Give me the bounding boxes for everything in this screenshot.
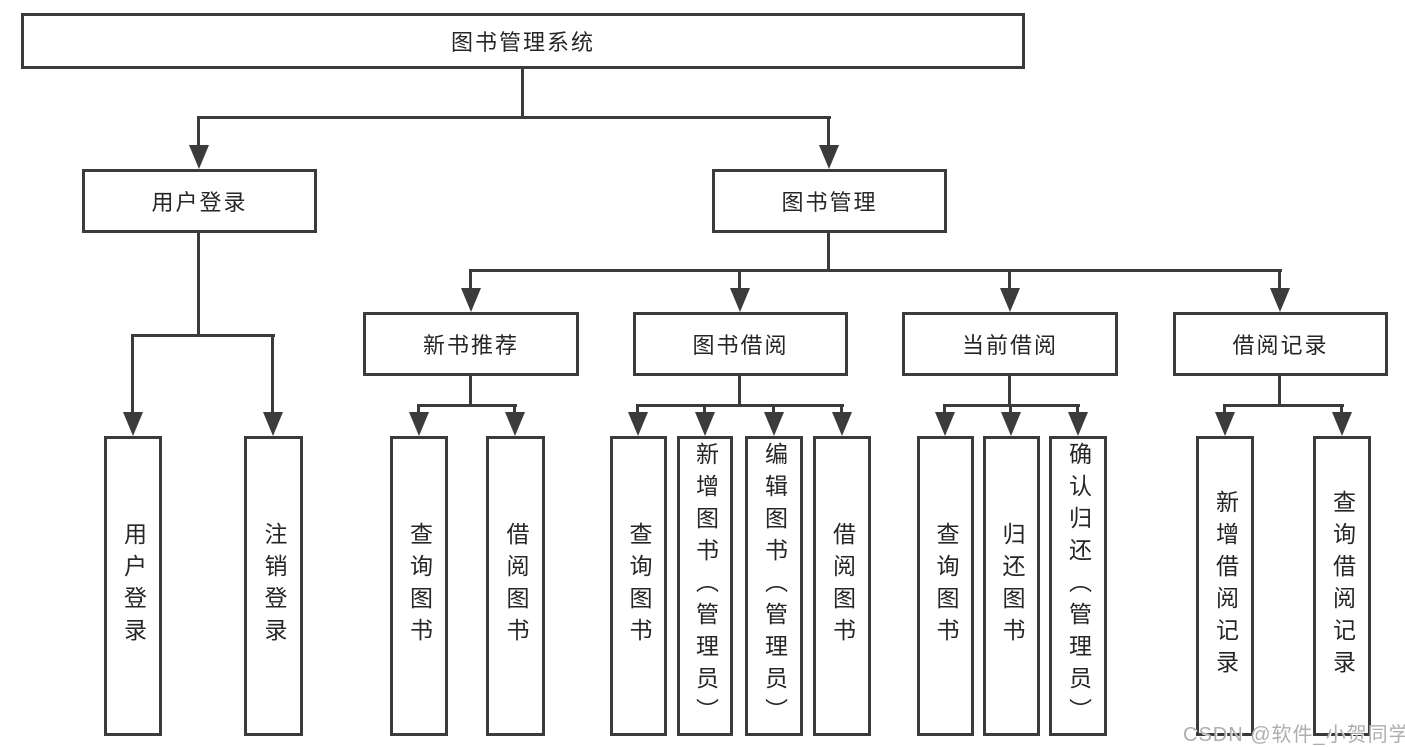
arrow-down-icon bbox=[1215, 412, 1235, 436]
connector-line-vertical bbox=[738, 376, 741, 407]
node-label: 用户登录 bbox=[151, 190, 248, 215]
connector-line-vertical bbox=[943, 404, 946, 414]
connector-line-vertical bbox=[1008, 376, 1011, 407]
arrow-down-icon bbox=[263, 412, 283, 436]
leaf-label: 借阅图书 bbox=[503, 522, 529, 650]
connector-line-vertical bbox=[1278, 269, 1281, 290]
leaf-label: 注销登录 bbox=[261, 522, 287, 650]
connector-line-vertical bbox=[271, 334, 274, 414]
connector-line-vertical bbox=[1008, 269, 1011, 290]
connector-line-vertical bbox=[703, 404, 706, 414]
leaf-label: 查询图书 bbox=[933, 522, 959, 650]
leaf-edit-books-admin: 编辑图书（管理员） bbox=[745, 436, 803, 736]
connector-line-vertical bbox=[417, 404, 420, 414]
leaf-query-books: 查询图书 bbox=[610, 436, 667, 736]
connector-line-vertical bbox=[469, 376, 472, 407]
leaf-label: 新增借阅记录 bbox=[1212, 490, 1239, 682]
arrow-down-icon bbox=[1001, 412, 1021, 436]
leaf-confirm-return-admin: 确认归还（管理员） bbox=[1049, 436, 1107, 736]
node-current-borrow: 当前借阅 bbox=[902, 312, 1118, 376]
arrow-down-icon bbox=[123, 412, 143, 436]
connector-line-vertical bbox=[197, 116, 200, 147]
connector-line-horizontal bbox=[417, 404, 517, 407]
node-book-borrow: 图书借阅 bbox=[633, 312, 848, 376]
leaf-label: 借阅图书 bbox=[829, 522, 856, 650]
connector-line-horizontal bbox=[469, 269, 1282, 272]
connector-line-vertical bbox=[772, 404, 775, 414]
leaf-label: 归还图书 bbox=[999, 522, 1025, 650]
node-label: 新书推荐 bbox=[422, 333, 519, 358]
connector-line-vertical bbox=[1340, 404, 1343, 414]
arrow-down-icon bbox=[935, 412, 955, 436]
leaf-label: 用户登录 bbox=[120, 522, 147, 650]
leaf-label: 查询借阅记录 bbox=[1329, 490, 1356, 682]
connector-line-horizontal bbox=[197, 116, 831, 119]
node-label: 图书借阅 bbox=[692, 333, 789, 358]
connector-line-vertical bbox=[1009, 404, 1012, 414]
arrow-down-icon bbox=[189, 145, 209, 169]
arrow-down-icon bbox=[628, 412, 648, 436]
node-label: 图书管理系统 bbox=[450, 30, 595, 55]
node-label: 借阅记录 bbox=[1232, 333, 1329, 358]
node-label: 图书管理 bbox=[781, 190, 878, 215]
arrow-down-icon bbox=[832, 412, 852, 436]
leaf-label: 确认归还（管理员） bbox=[1065, 442, 1092, 730]
leaf-add-books-admin: 新增图书（管理员） bbox=[677, 436, 733, 736]
arrow-down-icon bbox=[1270, 288, 1290, 312]
arrow-down-icon bbox=[1332, 412, 1352, 436]
leaf-user-login: 用户登录 bbox=[104, 436, 162, 736]
connector-line-vertical bbox=[197, 233, 200, 337]
node-book-management: 图书管理 bbox=[712, 169, 947, 233]
leaf-add-borrow-record: 新增借阅记录 bbox=[1196, 436, 1254, 736]
arrow-down-icon bbox=[461, 288, 481, 312]
connector-line-vertical bbox=[1076, 404, 1079, 414]
arrow-down-icon bbox=[764, 412, 784, 436]
node-label: 当前借阅 bbox=[961, 333, 1058, 358]
connector-line-vertical bbox=[738, 269, 741, 290]
arrow-down-icon bbox=[695, 412, 715, 436]
connector-line-vertical bbox=[469, 269, 472, 290]
leaf-query-books: 查询图书 bbox=[917, 436, 974, 736]
arrow-down-icon bbox=[409, 412, 429, 436]
leaf-label: 新增图书（管理员） bbox=[692, 442, 719, 730]
leaf-borrow-books: 借阅图书 bbox=[486, 436, 545, 736]
connector-line-vertical bbox=[1223, 404, 1226, 414]
connector-line-horizontal bbox=[943, 404, 1080, 407]
leaf-borrow-books: 借阅图书 bbox=[813, 436, 871, 736]
connector-line-vertical bbox=[827, 116, 830, 147]
connector-line-vertical bbox=[521, 69, 524, 118]
node-user-login: 用户登录 bbox=[82, 169, 317, 233]
node-root-library-system: 图书管理系统 bbox=[21, 13, 1025, 69]
connector-line-vertical bbox=[636, 404, 639, 414]
connector-line-horizontal bbox=[1223, 404, 1344, 407]
csdn-watermark: CSDN @软件_小贺同学 bbox=[1183, 724, 1405, 746]
arrow-down-icon bbox=[819, 145, 839, 169]
leaf-query-books: 查询图书 bbox=[390, 436, 448, 736]
connector-line-vertical bbox=[840, 404, 843, 414]
leaf-return-books: 归还图书 bbox=[983, 436, 1040, 736]
connector-line-horizontal bbox=[131, 334, 275, 337]
connector-line-vertical bbox=[131, 334, 134, 414]
node-borrow-records: 借阅记录 bbox=[1173, 312, 1388, 376]
arrow-down-icon bbox=[505, 412, 525, 436]
connector-line-vertical bbox=[1278, 376, 1281, 407]
leaf-label: 查询图书 bbox=[406, 522, 433, 650]
connector-line-vertical bbox=[513, 404, 516, 414]
arrow-down-icon bbox=[730, 288, 750, 312]
leaf-query-borrow-record: 查询借阅记录 bbox=[1313, 436, 1371, 736]
leaf-logout: 注销登录 bbox=[244, 436, 303, 736]
connector-line-vertical bbox=[827, 233, 830, 272]
arrow-down-icon bbox=[1068, 412, 1088, 436]
connector-line-horizontal bbox=[636, 404, 844, 407]
node-new-book-recommend: 新书推荐 bbox=[363, 312, 579, 376]
arrow-down-icon bbox=[1000, 288, 1020, 312]
leaf-label: 编辑图书（管理员） bbox=[761, 442, 788, 730]
leaf-label: 查询图书 bbox=[626, 522, 652, 650]
